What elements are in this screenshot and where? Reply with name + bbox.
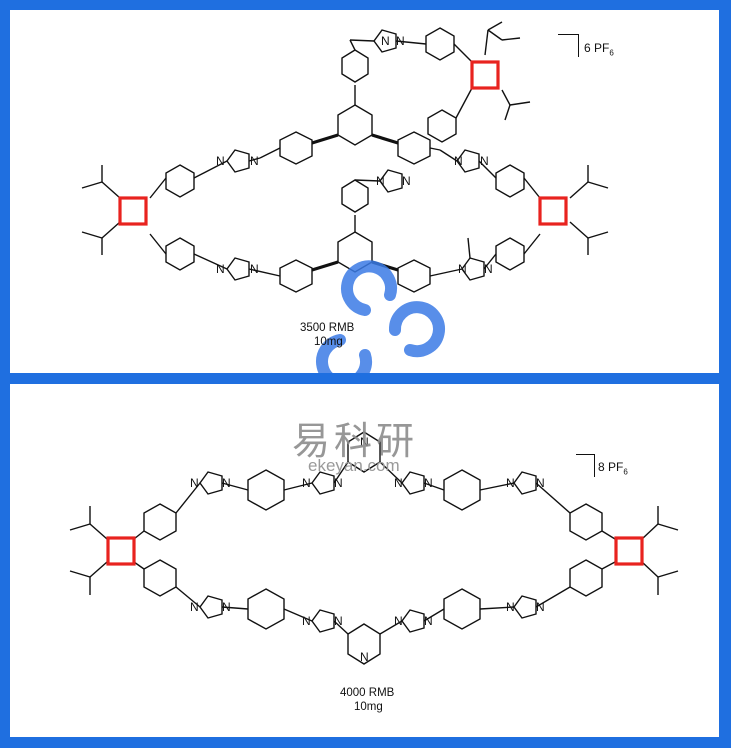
svg-text:N: N	[222, 600, 231, 614]
watermark-chinese: 易科研	[292, 421, 419, 463]
amount-text: 10mg	[314, 336, 343, 348]
svg-text:N: N	[216, 262, 225, 276]
ester-groups	[81, 21, 609, 255]
svg-text:N: N	[334, 476, 343, 490]
amount-text-2: 10mg	[354, 701, 383, 713]
cage-structure-2: N N N N N N N N N N N N N N N N N N	[69, 431, 679, 665]
counter-ion-label-2: 8 PF6	[598, 460, 628, 476]
svg-text:N: N	[454, 154, 463, 168]
cyclobutane-left-2	[106, 536, 136, 566]
svg-text:N: N	[190, 476, 199, 490]
imidazolium-rings	[226, 29, 485, 281]
svg-text:N: N	[480, 154, 489, 168]
counter-ion-subscript-2: 6	[623, 467, 628, 477]
svg-text:N: N	[250, 154, 259, 168]
cyclobutane-right	[538, 196, 568, 226]
counter-ion-subscript: 6	[609, 48, 614, 58]
ester-groups-2	[69, 506, 679, 595]
svg-text:N: N	[396, 34, 405, 48]
svg-text:N: N	[216, 154, 225, 168]
atom-labels-2: N N N N N N N N N N N N N N N N N N	[190, 435, 545, 664]
price-text-2: 4000 RMB	[340, 687, 395, 699]
svg-text:N: N	[506, 600, 515, 614]
svg-text:N: N	[394, 614, 403, 628]
svg-text:N: N	[458, 262, 467, 276]
svg-text:N: N	[381, 34, 390, 48]
cyclobutane-right-2	[614, 536, 644, 566]
svg-text:N: N	[402, 174, 411, 188]
phenyl-rings-2	[143, 469, 603, 630]
svg-text:N: N	[394, 476, 403, 490]
svg-text:N: N	[222, 476, 231, 490]
svg-text:N: N	[360, 650, 369, 664]
counter-ion-text-2: 8 PF	[598, 460, 624, 474]
cyclobutane-top-right	[470, 60, 500, 90]
svg-text:N: N	[506, 476, 515, 490]
phenyl-rings	[165, 27, 525, 293]
central-benzene-upper	[311, 85, 399, 146]
svg-text:N: N	[190, 600, 199, 614]
svg-text:N: N	[536, 600, 545, 614]
counter-ion-text: 6 PF	[584, 41, 610, 55]
charge-bracket-2	[576, 454, 595, 477]
svg-text:N: N	[302, 614, 311, 628]
price-caption: 3500 RMB 10mg	[300, 321, 354, 349]
svg-text:N: N	[302, 476, 311, 490]
cyclobutane-cores	[118, 60, 568, 226]
watermark-logo	[316, 260, 445, 373]
price-text: 3500 RMB	[300, 322, 355, 334]
cyclobutane-left	[118, 196, 148, 226]
svg-text:N: N	[424, 614, 433, 628]
bottom-structure-panel: N N N N N N N N N N N N N N N N N N 易科研 …	[10, 384, 719, 737]
linker-bonds-2	[133, 461, 616, 635]
price-caption-2: 4000 RMB 10mg	[340, 686, 394, 714]
imidazolium-rings-2	[199, 471, 537, 633]
cyclobutane-cores-2	[106, 536, 644, 566]
watermark-url: ekeyan.com	[308, 456, 400, 475]
svg-text:N: N	[484, 262, 493, 276]
svg-text:N: N	[360, 435, 369, 449]
svg-text:N: N	[376, 174, 385, 188]
charge-bracket	[558, 34, 579, 57]
cage-structure-1: N N N N N N N N N N N N	[81, 21, 609, 293]
top-structure-panel: N N N N N N N N N N N N 6 PF6 3500 RMB 1…	[10, 10, 719, 373]
svg-text:N: N	[250, 262, 259, 276]
svg-text:N: N	[424, 476, 433, 490]
counter-ion-label: 6 PF6	[584, 41, 614, 57]
svg-text:N: N	[536, 476, 545, 490]
svg-text:N: N	[334, 614, 343, 628]
atom-labels: N N N N N N N N N N N N	[216, 34, 493, 276]
linker-bonds	[149, 39, 541, 277]
